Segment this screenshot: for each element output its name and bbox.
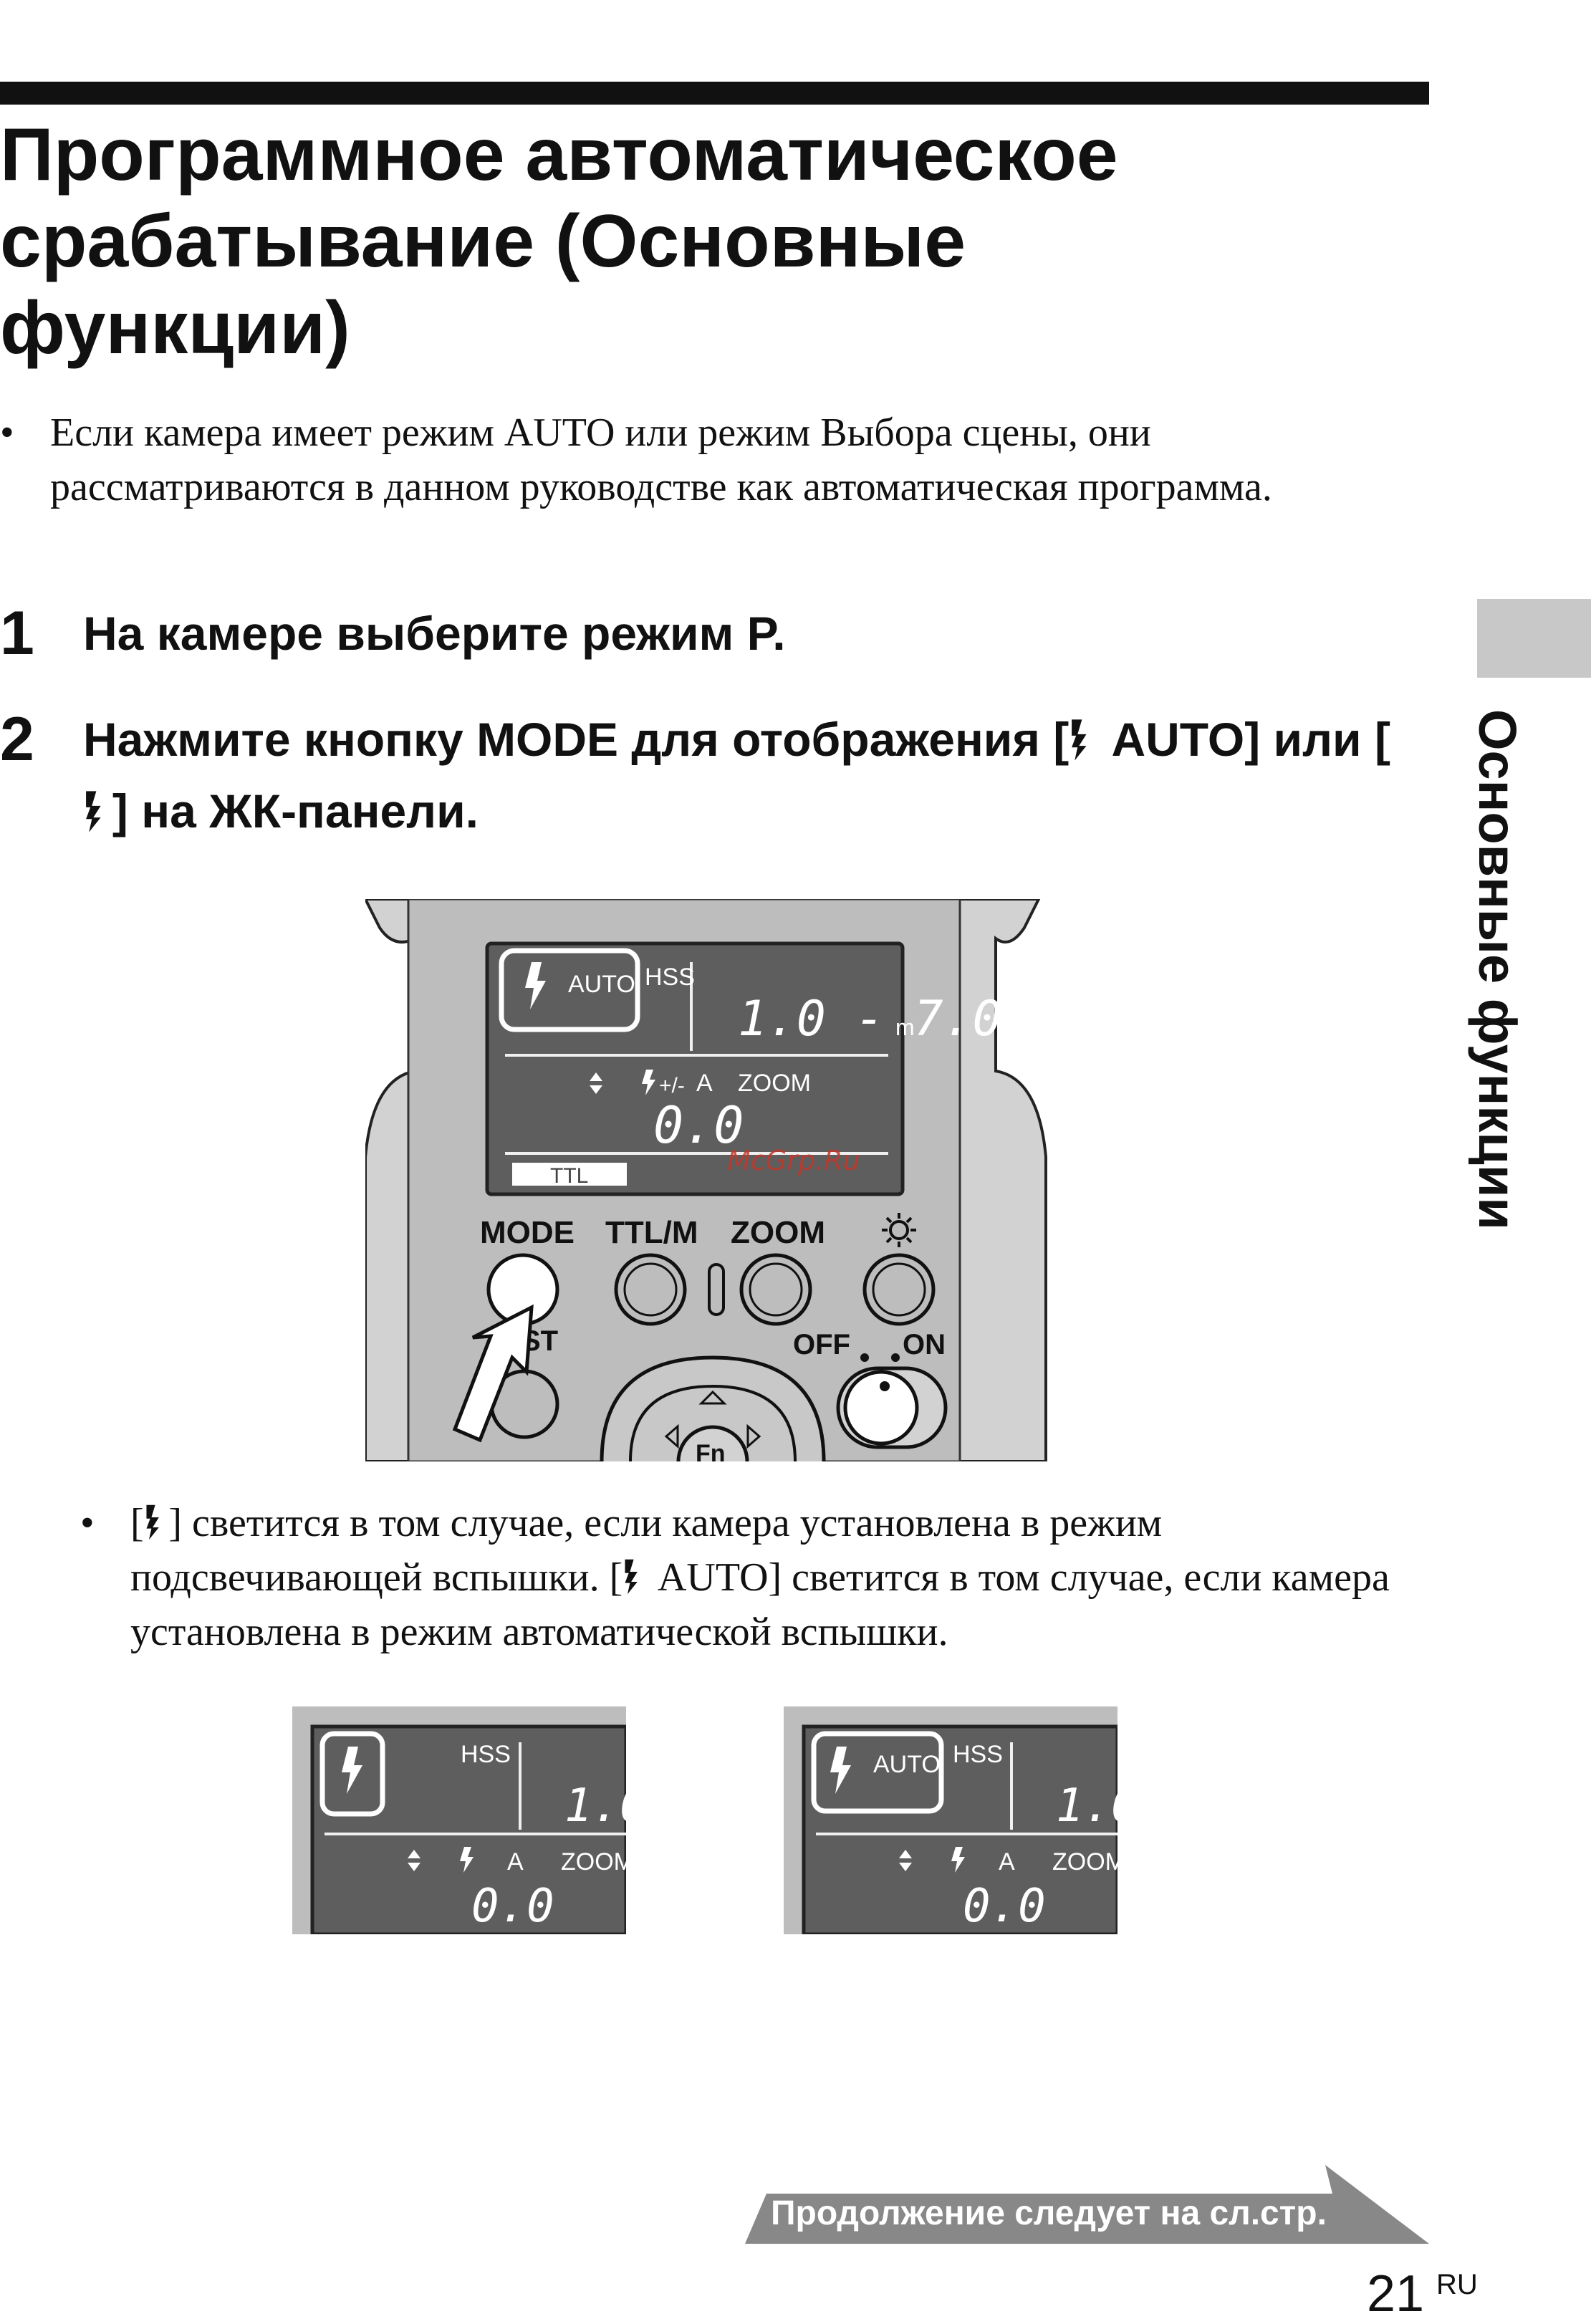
auto-highlight-frame	[499, 948, 640, 1032]
lcd-hss-label: HSS	[461, 1741, 511, 1768]
lcd-flash-icon	[525, 962, 546, 1009]
lcd-flash-comp-icon	[642, 1070, 655, 1095]
side-tab-label: Основные функции	[1468, 709, 1527, 1230]
step-1: 1 На камере выберите режим P.	[0, 597, 1418, 669]
continue-arrow-shape	[745, 2165, 1429, 2244]
mode-explanation-part2: ] светится в том случае, если камера уст…	[130, 1501, 1163, 1600]
intro-bullet-text: Если камера имеет режим AUTO или режим В…	[50, 410, 1272, 509]
step-1-text: На камере выберите режим P.	[83, 607, 786, 660]
lcd-hss-label: HSS	[645, 964, 695, 991]
top-rule	[0, 82, 1429, 105]
flash-fill-icon	[83, 788, 112, 835]
lcd-comp-value: 0.0	[653, 1096, 744, 1155]
continue-text: Продолжение следует на сл.стр.	[771, 2194, 1327, 2232]
fill-highlight-frame	[319, 1731, 385, 1817]
page-language: RU	[1436, 2269, 1478, 2300]
mode-explanation-part3: AUTO] светится в том случае, если камера…	[130, 1555, 1390, 1654]
flash-control-panel-figure: AUTO HSS 1.0 - 7.0 m +/- A ZOOM 0.0 TTL …	[365, 899, 1060, 1461]
step-2-text-part3: ] на ЖК-панели.	[112, 784, 479, 837]
lcd-hss-label: HSS	[953, 1741, 1003, 1768]
lcd-ttl-label: TTL	[550, 1164, 588, 1188]
light-button-ring	[872, 1262, 926, 1317]
lcd-panel	[310, 1724, 626, 1934]
bullet-marker: •	[80, 1501, 95, 1545]
power-switch-knob	[843, 1370, 919, 1446]
continue-banner: Продолжение следует на сл.стр.	[745, 2165, 1429, 2244]
zoom-button-ring	[749, 1262, 803, 1317]
flash-fill-icon	[144, 1502, 169, 1542]
step-2: 2 Нажмите кнопку MODE для отображения [ …	[0, 704, 1418, 847]
fn-button[interactable]	[676, 1425, 749, 1461]
lcd-ttl-box	[512, 1163, 627, 1186]
lcd-flash-comp-icon	[951, 1847, 965, 1873]
control-dial[interactable]	[600, 1355, 826, 1461]
side-tab-marker	[1477, 599, 1591, 678]
lcd-a-label: A	[696, 1070, 713, 1097]
lcd-zoom-label: ZOOM	[561, 1848, 626, 1876]
lcd-zoom-label: ZOOM	[1052, 1848, 1117, 1876]
fn-button-label: Fn	[696, 1440, 726, 1461]
lcd-updown-icon	[408, 1850, 420, 1871]
lcd-a-label: A	[999, 1848, 1015, 1876]
page-number: 21	[1367, 2265, 1425, 2323]
zoom-button-label: ZOOM	[731, 1215, 825, 1250]
lcd-unit: m	[895, 1014, 915, 1040]
light-icon	[882, 1213, 916, 1247]
title-line-3: функции)	[0, 287, 350, 370]
lcd-range-readout: 1.0 - 7.0	[738, 991, 1001, 1047]
lcd-comp-sign: +/-	[659, 1074, 685, 1098]
lcd-range-readout: 1.0	[1056, 1780, 1117, 1833]
power-off-dot	[860, 1353, 869, 1362]
intro-bullet: • Если камера имеет режим AUTO или режим…	[0, 405, 1375, 514]
step-1-number: 1	[0, 599, 34, 668]
light-button[interactable]	[862, 1253, 936, 1326]
zoom-button[interactable]	[739, 1253, 812, 1326]
bullet-marker: •	[0, 410, 14, 455]
lcd-a-label: A	[507, 1848, 524, 1876]
lcd-comp-value: 0.0	[963, 1880, 1046, 1933]
lcd-comp-value: 0.0	[471, 1880, 554, 1933]
auto-highlight-frame	[811, 1731, 944, 1814]
ttlm-button-label: TTL/M	[605, 1215, 698, 1250]
dial-up-icon	[698, 1390, 727, 1405]
lcd-panel	[485, 941, 905, 1196]
lcd-auto-label: AUTO	[568, 971, 635, 998]
lcd-flash-icon	[830, 1747, 851, 1794]
power-on-label: ON	[903, 1329, 946, 1360]
mode-explanation-part1: [	[130, 1501, 144, 1545]
lcd-panel	[802, 1724, 1117, 1934]
lcd-zoom-label: ZOOM	[738, 1070, 811, 1097]
dial-side-icons	[664, 1423, 761, 1449]
power-off-label: OFF	[793, 1329, 850, 1360]
ttlm-button-ring	[623, 1262, 678, 1317]
mode-button-label: MODE	[480, 1215, 575, 1250]
flash-auto-icon	[1069, 716, 1098, 764]
lcd-flash-comp-icon	[460, 1847, 474, 1873]
lcd-range-readout: 1.0	[564, 1780, 626, 1833]
power-switch-indicator	[880, 1381, 890, 1391]
lcd-flash-icon	[342, 1747, 362, 1794]
lcd-updown-icon	[590, 1072, 602, 1094]
control-dial-ring	[629, 1384, 797, 1461]
watermark: McGrp.Ru	[727, 1145, 860, 1176]
lcd-fill-flash-figure: HSS 1.0 A ZOOM 0.0	[292, 1706, 626, 1934]
lcd-updown-icon	[899, 1850, 912, 1871]
lcd-auto-label: AUTO	[873, 1751, 941, 1778]
title-line-2: срабатывание (Основные	[0, 200, 966, 283]
step-2-number: 2	[0, 705, 34, 774]
pointer-arrow	[452, 1304, 534, 1443]
ttlm-button[interactable]	[614, 1253, 687, 1326]
power-on-dot	[891, 1353, 900, 1362]
step-2-text: Нажмите кнопку MODE для отображения [ AU…	[0, 704, 1418, 847]
mode-explanation-text: [] светится в том случае, если камера ус…	[80, 1496, 1391, 1659]
indicator-lamp	[708, 1263, 725, 1316]
mode-explanation-bullet: • [] светится в том случае, если камера …	[80, 1496, 1391, 1659]
step-2-text-part2: AUTO] или [	[1098, 713, 1390, 766]
title-line-1: Программное автоматическое	[0, 113, 1118, 196]
lcd-auto-flash-figure: AUTO HSS 1.0 A ZOOM 0.0	[784, 1706, 1117, 1934]
step-2-text-part1: Нажмите кнопку MODE для отображения [	[83, 713, 1070, 766]
flash-auto-icon	[623, 1557, 648, 1597]
